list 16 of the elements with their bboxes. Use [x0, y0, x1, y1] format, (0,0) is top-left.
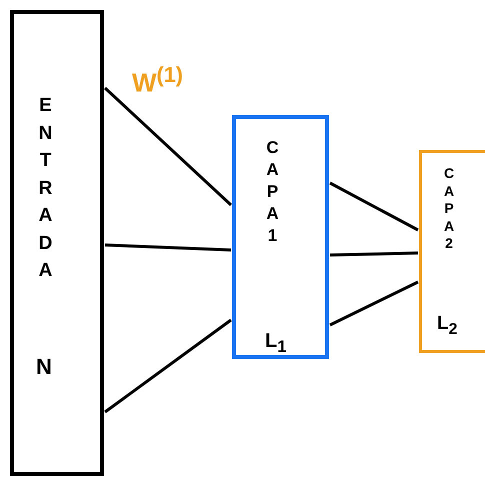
- connector-line: [104, 86, 232, 206]
- connector-line: [104, 318, 232, 414]
- connector-line: [104, 244, 232, 252]
- connector-line: [329, 280, 419, 326]
- layer-label: L$_{1}$: [265, 329, 286, 357]
- layer-name: ENTRADA: [38, 94, 54, 284]
- layer-name: CAPA 1: [265, 137, 280, 248]
- connector-line: [330, 252, 418, 256]
- connector-line: [329, 182, 419, 232]
- layer-box: [10, 10, 104, 476]
- layer-label: N: [36, 354, 52, 380]
- layer-box: [419, 150, 485, 353]
- layer-box: [232, 115, 329, 359]
- layer-name: CAPA 2: [442, 165, 456, 252]
- layer-label: L$_{2}$: [437, 313, 458, 340]
- weight-label: W$^{(1)}$: [132, 62, 184, 99]
